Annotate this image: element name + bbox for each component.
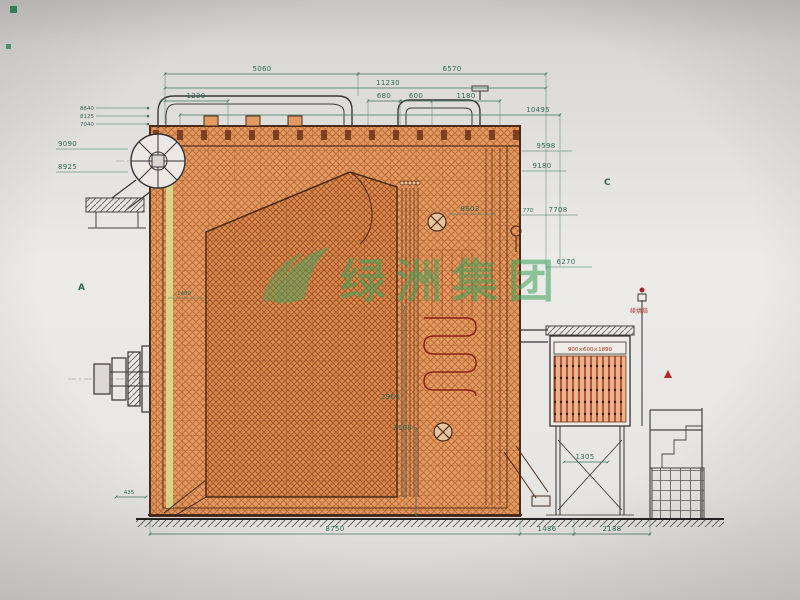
economizer-spec-label: 900×600×1890 [568, 347, 613, 353]
dim-left1: 9090 [58, 140, 77, 148]
economizer-tube-bundle [553, 355, 627, 423]
section-letter-c: C [604, 178, 611, 188]
watermark-text: 绿洲集团 [340, 254, 564, 308]
dim-right1: 9598 [536, 142, 555, 150]
dim-overall: 10495 [526, 106, 550, 114]
vent-pole-marker [639, 287, 645, 293]
furnace-brick-grid [206, 172, 397, 497]
left-insulation-strip [166, 148, 173, 508]
dim-right5: 7708 [548, 206, 567, 214]
right-red-note: 续烘焙 [630, 307, 648, 315]
dim-sub1: 1230 [186, 92, 205, 100]
ground-hatch [136, 520, 724, 527]
dim-mid5: 435 [124, 490, 135, 496]
dim-bottom2: 1486 [537, 525, 556, 533]
dim-top-total: 11230 [376, 79, 400, 87]
tube-header-circles [399, 180, 421, 186]
dim-mid3: 2108 [393, 424, 412, 432]
corner-registration-mark-2 [6, 44, 11, 49]
dim-top-right-span: 6570 [442, 65, 461, 73]
inspection-port-lower [433, 422, 453, 442]
dim-left2: 8925 [58, 163, 77, 171]
section-letter-a: A [78, 283, 85, 293]
fan-hub [151, 154, 165, 168]
dim-mid1: 1480 [177, 291, 191, 297]
dim-mid4: 1305 [575, 453, 594, 461]
steam-drum-band [149, 125, 521, 147]
economizer-top-hatch [545, 325, 635, 336]
boiler-body [148, 125, 522, 517]
dim-sub4: 1180 [456, 92, 475, 100]
dim-stack1: 8640 [80, 106, 94, 112]
dim-top-left-span: 5060 [252, 65, 271, 73]
dim-right2: 9180 [532, 162, 551, 170]
inspection-port-upper [427, 212, 447, 232]
corner-registration-mark [10, 6, 17, 13]
dim-right3: 8603 [460, 205, 479, 213]
burner-plate-2 [127, 351, 141, 407]
support-bracket [85, 197, 145, 213]
dim-bottom3: 2188 [602, 525, 621, 533]
dim-right4: 770 [523, 208, 534, 214]
dim-sub3: 600 [409, 92, 423, 100]
dim-stack2: 8125 [80, 114, 94, 120]
platform-grating [651, 467, 705, 520]
burner-motor [93, 363, 111, 395]
dim-stack3: 7040 [80, 122, 94, 128]
dim-sub2: 680 [377, 92, 391, 100]
dim-mid2: 2960 [381, 393, 400, 401]
dim-bottom1: 8750 [325, 525, 344, 533]
